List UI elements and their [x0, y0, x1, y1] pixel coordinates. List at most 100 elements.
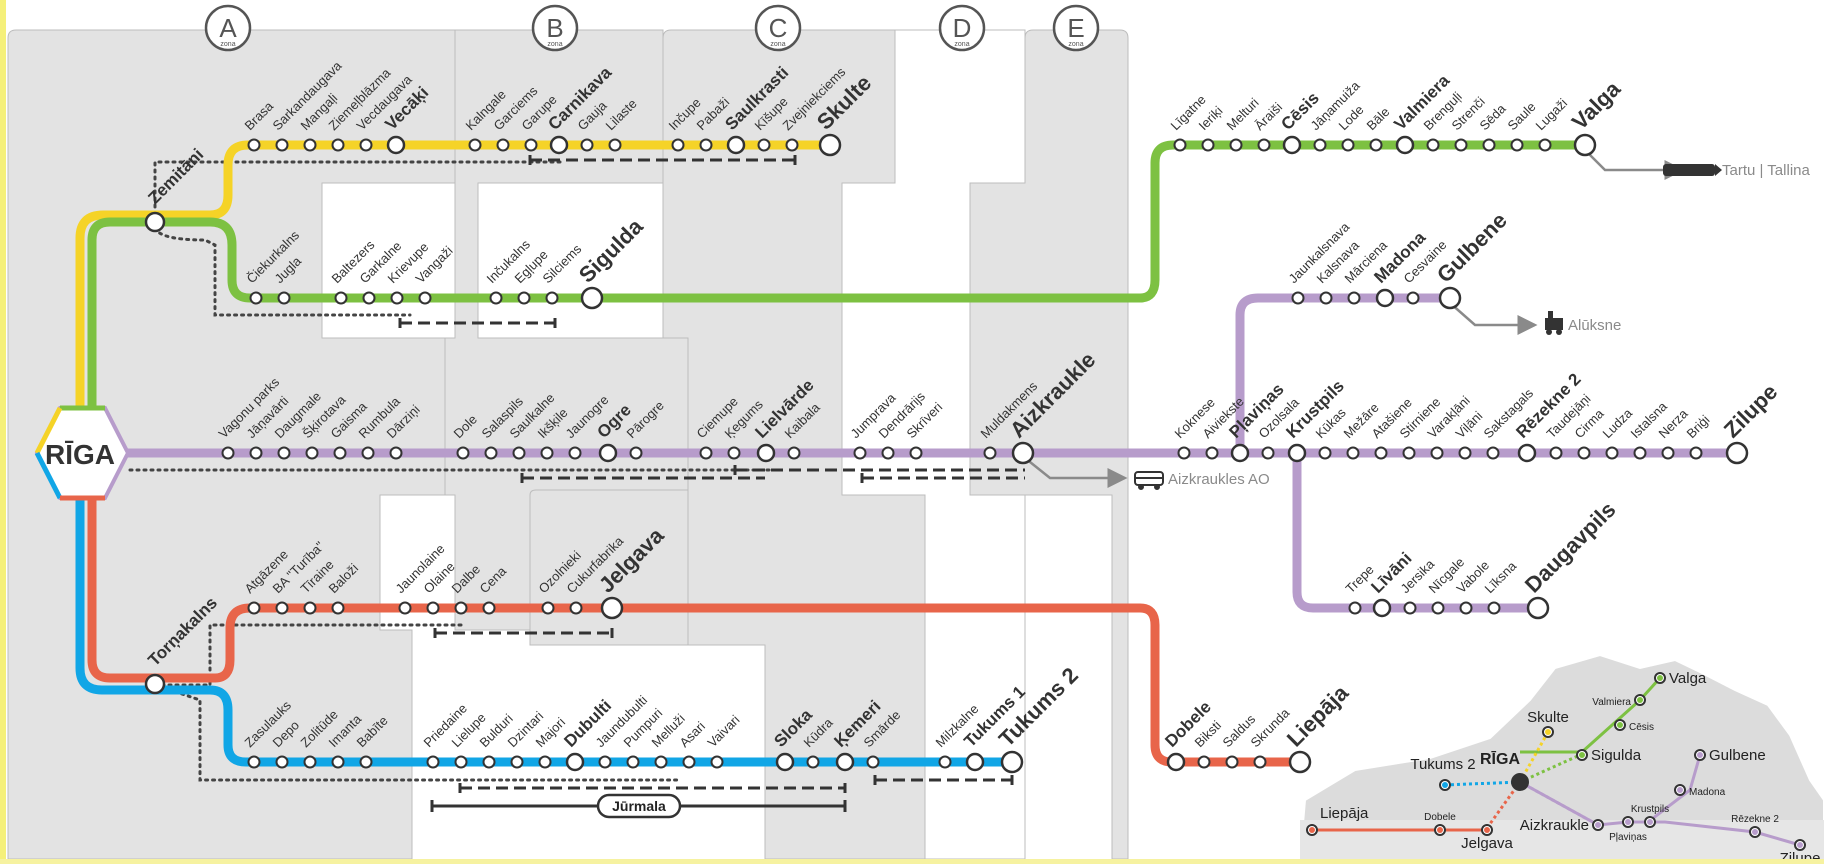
station-marker — [275, 138, 289, 152]
station-marker — [682, 755, 696, 769]
station-marker — [517, 291, 531, 305]
station-marker — [938, 755, 952, 769]
inset-line-sigulda — [1519, 753, 1581, 784]
dashed-line-jelgava — [433, 628, 614, 638]
inset-node-fill — [1677, 787, 1683, 793]
inset-node-label: Valmiera — [1592, 697, 1631, 708]
inset-node-rezekne-2: Rēzekne 2 — [1731, 814, 1779, 838]
station-marker — [629, 446, 643, 460]
line-skulte-yellow — [75, 140, 835, 460]
station-marker — [1577, 446, 1591, 460]
station-marker — [1406, 291, 1420, 305]
station-marker — [806, 755, 820, 769]
line-jelgava-red — [87, 470, 1305, 767]
station-marker — [1347, 291, 1361, 305]
inset-node-liepaja: Liepāja — [1306, 805, 1369, 836]
station-marker — [1454, 138, 1468, 152]
inset-node-label: Krustpils — [1631, 804, 1669, 815]
station-marker — [538, 755, 552, 769]
station-marker — [727, 446, 741, 460]
station-marker — [1230, 443, 1250, 463]
inset-node-label: RĪGA — [1480, 749, 1520, 768]
zone-e-area — [969, 29, 1129, 860]
station-marker — [598, 755, 612, 769]
station-marker — [1426, 138, 1440, 152]
station-marker — [333, 446, 347, 460]
bus-icon — [1134, 471, 1164, 490]
station-marker — [305, 446, 319, 460]
inset-node-plavinas: Pļaviņas — [1609, 816, 1647, 843]
station-marker — [249, 291, 263, 305]
inset-node-fill — [1595, 822, 1601, 828]
station-marker — [331, 138, 345, 152]
inset-node-dobele: Dobele — [1424, 812, 1456, 836]
station-marker — [1430, 446, 1444, 460]
inset-node-fill — [1697, 752, 1703, 758]
zone-badge-circle — [938, 4, 986, 52]
station-marker — [1011, 441, 1035, 465]
station-marker — [510, 755, 524, 769]
station-marker — [524, 138, 538, 152]
dashed-line-sigulda — [398, 318, 557, 328]
station-marker — [456, 446, 470, 460]
station-marker — [1319, 291, 1333, 305]
inset-node-fill — [1657, 675, 1663, 681]
station-marker — [1197, 755, 1211, 769]
station-marker — [580, 138, 594, 152]
dashed-line-tukums-a — [458, 783, 847, 793]
connection-labels: Tartu | Tallina Alūksne Aizkraukles AO — [1168, 162, 1810, 488]
station-marker — [1318, 446, 1332, 460]
station-marker — [580, 286, 604, 310]
station-marker — [787, 446, 801, 460]
station-marker — [1374, 446, 1388, 460]
station-marker — [1282, 135, 1302, 155]
arrow-tallinn — [1584, 149, 1685, 180]
steam-train-icon — [1545, 311, 1563, 335]
zemitani-junction — [144, 211, 166, 233]
station-marker — [390, 291, 404, 305]
station-marker — [1253, 755, 1267, 769]
inset-node-krustpils: Krustpils — [1631, 804, 1669, 828]
station-marker — [909, 446, 923, 460]
zone-sub-label: zona — [547, 41, 562, 48]
station-marker — [1348, 601, 1362, 615]
train-icon — [1663, 164, 1722, 176]
station-marker — [303, 601, 317, 615]
inset-node-label: Tukums 2 — [1410, 756, 1475, 773]
inset-node-fill — [1484, 827, 1490, 833]
inset-line-tukums — [1444, 780, 1521, 787]
station-marker — [454, 601, 468, 615]
inset-node-fill — [1545, 729, 1551, 735]
station-marker — [1633, 446, 1647, 460]
arrow-aluksne — [1449, 302, 1538, 335]
inset-node-riga: RĪGA — [1480, 749, 1529, 791]
station-marker — [496, 138, 510, 152]
inset-node-label: Rēzekne 2 — [1731, 814, 1779, 825]
inset-node-fill — [1437, 827, 1443, 833]
station-marker — [1229, 138, 1243, 152]
station-marker — [247, 755, 261, 769]
station-marker — [303, 138, 317, 152]
station-marker — [983, 446, 997, 460]
inset-node-marker — [1511, 773, 1529, 791]
station-marker — [1341, 138, 1355, 152]
station-marker — [359, 755, 373, 769]
zone-sub-label: zona — [770, 41, 785, 48]
riga-hub-label: RĪGA — [45, 439, 115, 470]
station-marker — [1482, 138, 1496, 152]
riga-hub-blue-edge — [34, 451, 63, 500]
zone-letter: B — [546, 13, 563, 43]
station-marker — [881, 446, 895, 460]
zone-letter: A — [219, 13, 237, 43]
station-marker — [1549, 446, 1563, 460]
connection-label-aizkraukles-ao: Aizkraukles AO — [1168, 471, 1270, 488]
station-marker — [1205, 446, 1219, 460]
inset-node-fill — [1625, 819, 1631, 825]
station-marker — [1000, 750, 1024, 774]
inset-latvia-shape — [1298, 653, 1824, 860]
station-marker — [1431, 601, 1445, 615]
station-marker — [1402, 446, 1416, 460]
zone-badge-circle — [754, 4, 802, 52]
